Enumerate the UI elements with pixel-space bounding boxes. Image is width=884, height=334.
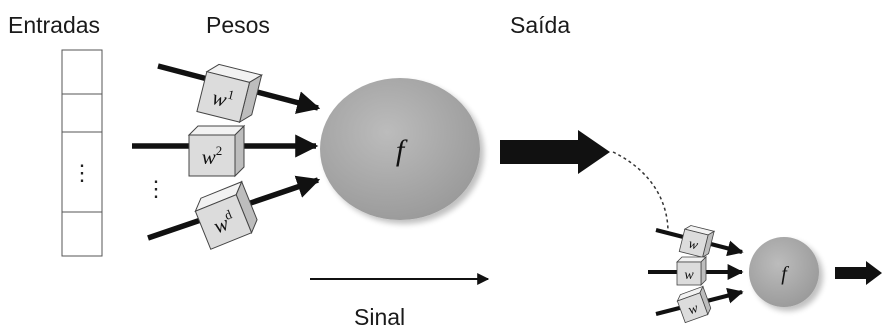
svg-text:w: w <box>684 268 694 283</box>
weights-heading: Pesos <box>206 12 270 38</box>
weight-cube-w2: w2 <box>187 124 246 178</box>
small-weight-cube-1: w <box>678 225 716 259</box>
small-output-arrow <box>835 261 882 285</box>
svg-text:w2: w2 <box>202 143 223 169</box>
weights-ellipsis: ⋮ <box>145 176 167 201</box>
signal-label: Sinal <box>354 304 406 330</box>
zoom-connector <box>612 151 669 233</box>
input-ellipsis: ⋮ <box>71 160 93 185</box>
output-arrow <box>500 130 610 174</box>
small-neuron-node <box>749 237 819 307</box>
small-weight-cube-3: w <box>676 285 712 324</box>
weight-cube-w1: w1 <box>196 63 263 124</box>
svg-text:w: w <box>687 237 700 254</box>
output-heading: Saída <box>510 12 571 38</box>
small-activation-function-label: f <box>781 263 789 285</box>
input-vector: ⋮ <box>61 49 103 257</box>
weight-cube-wd: wd <box>194 180 258 250</box>
neuron-node <box>320 78 480 220</box>
small-weight-cube-2: w <box>676 256 707 286</box>
svg-text:w1: w1 <box>210 83 236 113</box>
inputs-heading: Entradas <box>8 12 101 38</box>
